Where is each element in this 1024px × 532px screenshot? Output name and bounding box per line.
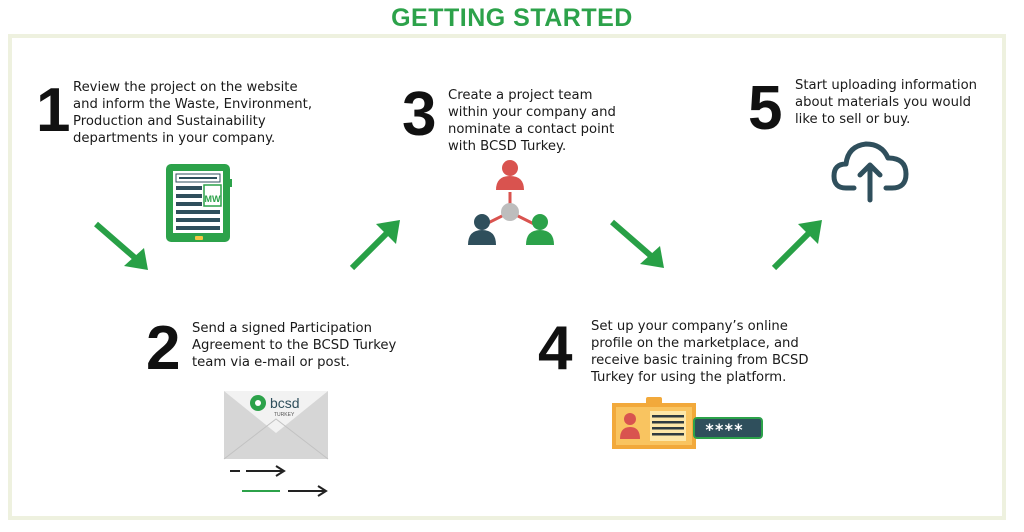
- step-4-number: 4: [538, 314, 573, 383]
- step-3-number: 3: [402, 80, 437, 149]
- bcsd-logo-text: bcsd: [270, 395, 300, 411]
- step-4-line: Turkey for using the platform.: [591, 370, 787, 385]
- step-4-line: receive basic training from BCSD: [591, 353, 809, 368]
- id-card-icon: ****: [612, 397, 763, 449]
- step-1-line: departments in your company.: [73, 131, 276, 146]
- tablet-icon: MW: [166, 164, 232, 242]
- step-3-text: Create a project team within your compan…: [448, 87, 616, 155]
- step-2-number: 2: [146, 314, 181, 383]
- password-field-text: ****: [705, 420, 744, 439]
- step-1-line: Review the project on the website: [73, 80, 298, 95]
- step-1-line: Production and Sustainability: [73, 114, 266, 129]
- team-network-icon: [468, 160, 554, 245]
- step-2-text: Send a signed Participation Agreement to…: [192, 320, 396, 371]
- step-5-number: 5: [748, 74, 783, 143]
- arrow-down-right-icon: [94, 221, 148, 270]
- arrow-up-right-icon: [349, 220, 400, 271]
- step-5-text: Start uploading information about materi…: [795, 77, 977, 128]
- cloud-upload-icon: [831, 141, 909, 203]
- step-4-line: Set up your company’s online: [591, 319, 788, 334]
- step-1-number: 1: [36, 76, 71, 145]
- bcsd-logo-subtext: TURKEY: [274, 412, 295, 418]
- step-2-line: Send a signed Participation: [192, 321, 372, 336]
- step-5-line: about materials you would: [795, 95, 972, 110]
- envelope-icon: bcsd TURKEY: [223, 391, 329, 497]
- step-3-line: with BCSD Turkey.: [448, 139, 567, 154]
- step-3-line: Create a project team: [448, 88, 593, 103]
- content-frame: [8, 34, 1006, 520]
- step-4-line: profile on the marketplace, and: [591, 336, 799, 351]
- arrow-up-right-icon: [771, 220, 822, 271]
- arrow-down-right-icon: [610, 219, 664, 268]
- step-3-line: within your company and: [448, 105, 616, 120]
- step-2-line: Agreement to the BCSD Turkey: [192, 338, 397, 353]
- step-1-line: and inform the Waste, Environment,: [73, 97, 313, 112]
- tablet-logo-text: MW: [205, 194, 221, 204]
- step-3-line: nominate a contact point: [448, 122, 615, 137]
- step-1-text: Review the project on the website and in…: [73, 79, 312, 147]
- step-4-text: Set up your company’s online profile on …: [591, 318, 809, 386]
- step-5-line: like to sell or buy.: [795, 112, 911, 127]
- page-title: GETTING STARTED: [391, 4, 633, 32]
- step-2-line: team via e-mail or post.: [192, 355, 350, 370]
- step-5-line: Start uploading information: [795, 78, 978, 93]
